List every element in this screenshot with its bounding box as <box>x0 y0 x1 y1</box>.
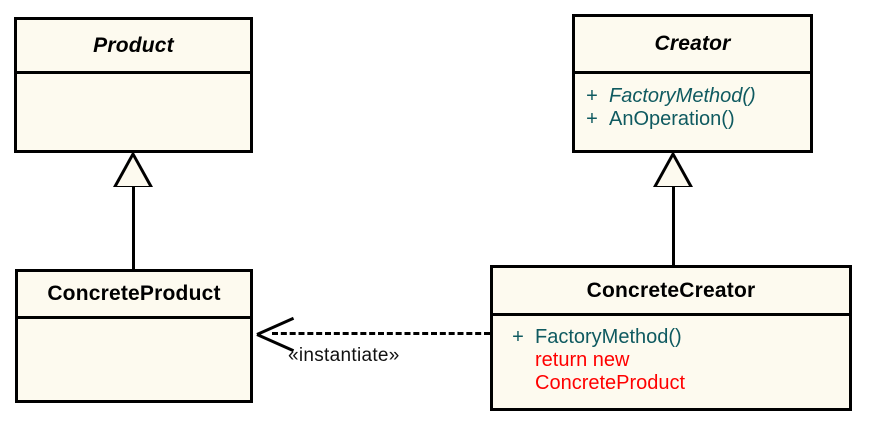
dependency-stereotype-label: «instantiate» <box>288 345 400 366</box>
dependency-line-instantiate <box>272 332 490 335</box>
member-row: + AnOperation() <box>575 108 810 131</box>
member-visibility: + <box>512 326 524 348</box>
member-visibility: + <box>586 85 598 107</box>
class-title-concrete-creator: ConcreteCreator <box>586 278 756 302</box>
generalization-line-product <box>132 186 135 270</box>
class-title-creator: Creator <box>654 32 731 55</box>
class-title-product: Product <box>93 33 174 57</box>
note-row: return new <box>501 349 849 372</box>
note-text: ConcreteProduct <box>535 372 686 394</box>
class-divider-product <box>17 71 250 74</box>
class-members-concrete-creator: + FactoryMethod() return new ConcretePro… <box>493 316 849 408</box>
class-divider-concrete-creator <box>493 313 849 316</box>
class-divider-creator <box>575 71 810 74</box>
member-row: + FactoryMethod() <box>575 85 810 108</box>
note-indent-spacer <box>501 349 535 372</box>
note-row: ConcreteProduct <box>501 372 849 395</box>
generalization-line-creator <box>672 186 675 266</box>
class-box-creator[interactable]: Creator + FactoryMethod() + AnOperation(… <box>572 14 813 153</box>
member-label: FactoryMethod() <box>609 85 756 107</box>
class-members-creator: + FactoryMethod() + AnOperation() <box>575 74 810 150</box>
class-members-product <box>17 74 250 150</box>
note-text: return new <box>535 349 630 371</box>
member-visibility: + <box>586 108 598 130</box>
note-indent-spacer <box>501 372 535 395</box>
member-label: AnOperation() <box>609 108 735 130</box>
class-box-concrete-creator[interactable]: ConcreteCreator + FactoryMethod() return… <box>490 265 852 411</box>
class-members-concrete-product <box>18 319 250 400</box>
member-label: FactoryMethod() <box>535 326 682 348</box>
class-box-concrete-product[interactable]: ConcreteProduct <box>15 269 253 403</box>
class-box-product[interactable]: Product <box>14 17 253 153</box>
class-divider-concrete-product <box>18 316 250 319</box>
class-title-concrete-product: ConcreteProduct <box>47 282 221 305</box>
member-row: + FactoryMethod() <box>501 326 849 349</box>
